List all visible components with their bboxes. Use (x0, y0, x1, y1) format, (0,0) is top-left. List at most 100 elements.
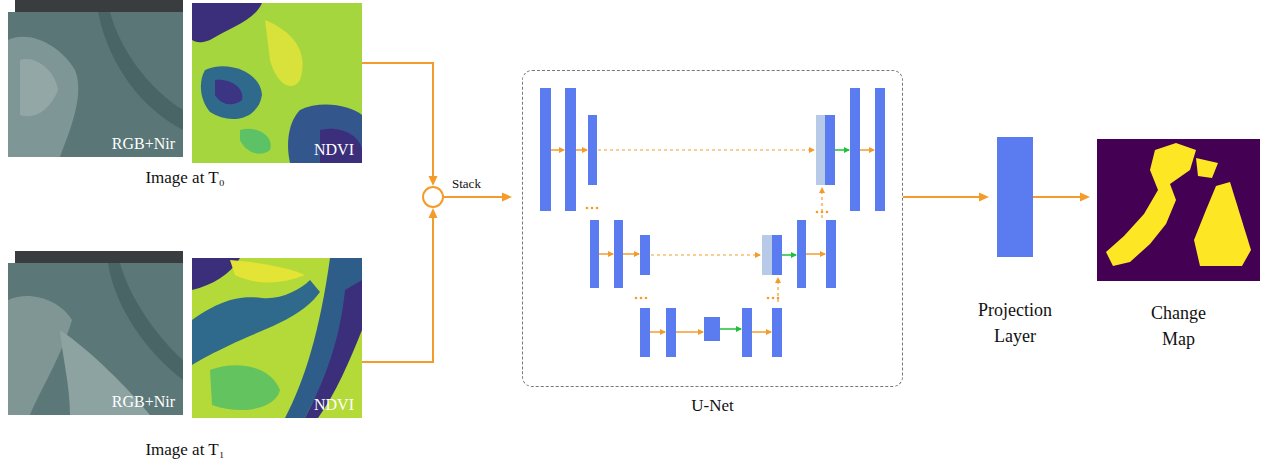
skip-connections (777, 278, 778, 302)
unet-green-arrows (835, 149, 849, 151)
unet-box: U-Net (522, 70, 903, 387)
stack-operator: Stack (422, 186, 444, 208)
unet-green-arrows (782, 254, 796, 256)
unet-layers (666, 308, 676, 357)
unet-arrows (650, 331, 665, 333)
unet-arrows (623, 253, 639, 255)
ellipsis-dots (586, 207, 829, 300)
rgb-image (8, 0, 183, 157)
connector-line (444, 196, 502, 198)
concat-layers (762, 235, 772, 275)
ellipsis-dots (645, 297, 648, 300)
ellipsis-dots (767, 297, 770, 300)
node-label: Change Map (1134, 300, 1224, 352)
node-label: RGB+Nir (112, 135, 175, 153)
ndvi-image (192, 280, 320, 365)
skip-connections (598, 149, 814, 150)
unet-arrows (599, 253, 613, 255)
unet-green-arrows (720, 328, 741, 330)
change-map: Change Map (1097, 139, 1260, 281)
unet-arrows (860, 149, 874, 151)
ellipsis-dots (596, 207, 599, 210)
connector-line (362, 218, 433, 362)
connector (903, 193, 989, 202)
skip-connections (598, 150, 822, 302)
change-map-image (1097, 139, 1260, 281)
ellipsis-dots (821, 211, 824, 214)
unet-layers (540, 88, 885, 357)
unet-arrows (806, 253, 825, 255)
ndvi-image (192, 3, 362, 163)
ellipsis-dots (772, 297, 775, 300)
image-tile: NDVI (192, 258, 362, 418)
unet-layers (772, 235, 782, 275)
unet-layers (704, 317, 720, 341)
connector (444, 193, 512, 202)
rgb-image (20, 59, 58, 116)
image-tile: NDVI (192, 3, 362, 163)
connector (362, 208, 438, 362)
unet-arrows (551, 150, 874, 332)
ndvi-image (192, 3, 262, 42)
rgb-image (8, 37, 78, 157)
rgb-image (108, 263, 183, 380)
arrow-head (502, 193, 512, 202)
image-tile: RGB+Nir (8, 263, 183, 415)
unet-arrows (752, 331, 771, 333)
unet-layers (825, 115, 835, 185)
change-map-image (1097, 139, 1260, 281)
ndvi-image (215, 80, 242, 105)
ndvi-image (288, 105, 362, 163)
rgb-image (8, 12, 183, 157)
ellipsis-dots (591, 207, 594, 210)
connector-line (903, 196, 979, 198)
unet-layers (588, 115, 597, 185)
connector-line (362, 63, 433, 176)
arrow-head (979, 193, 989, 202)
node-label: RGB+Nir (112, 393, 175, 411)
rgb-image (15, 0, 183, 12)
rgb-image (8, 296, 72, 415)
rgb-image (15, 251, 183, 263)
unet-layers (640, 308, 650, 357)
skip-connections (651, 254, 760, 255)
rgb-image (8, 263, 183, 415)
arrow-head (429, 176, 438, 186)
ellipsis-dots (635, 297, 638, 300)
connector (1033, 193, 1090, 202)
ndvi-image (240, 129, 271, 154)
unet-layers (614, 220, 623, 288)
arrow-head (429, 208, 438, 218)
unet-layers (772, 308, 782, 357)
change-map-image (1196, 158, 1218, 178)
rgb-image (98, 12, 183, 130)
ndvi-image (230, 260, 305, 283)
unet-layers (540, 88, 551, 211)
ellipsis-dots (816, 211, 819, 214)
unet-layers (797, 220, 806, 288)
connector-line (1033, 196, 1080, 198)
ellipsis-dots (777, 297, 780, 300)
node-label: NDVI (314, 396, 354, 414)
ndvi-image (192, 258, 362, 418)
unet-layers (850, 88, 860, 211)
change-map-image (1194, 182, 1251, 266)
unet-layers (590, 220, 599, 288)
ellipsis-dots (640, 297, 643, 300)
node-label: Stack (452, 176, 481, 192)
rgb-image (8, 251, 183, 415)
concat-layers (816, 115, 825, 185)
unet-arrows (576, 149, 587, 151)
unet-layers (826, 220, 836, 288)
node-label: NDVI (314, 141, 354, 159)
unet-layers (742, 308, 752, 357)
unet-arrows (676, 331, 703, 333)
ndvi-image (201, 66, 262, 119)
unet-layers (640, 235, 650, 275)
change-map-image (1106, 143, 1196, 266)
projection-bar: Projection Layer (997, 137, 1033, 257)
ndvi-image (192, 258, 362, 418)
connector (362, 63, 438, 186)
unet-arrows (551, 149, 564, 151)
image-caption: Image at T₁ (145, 440, 224, 460)
